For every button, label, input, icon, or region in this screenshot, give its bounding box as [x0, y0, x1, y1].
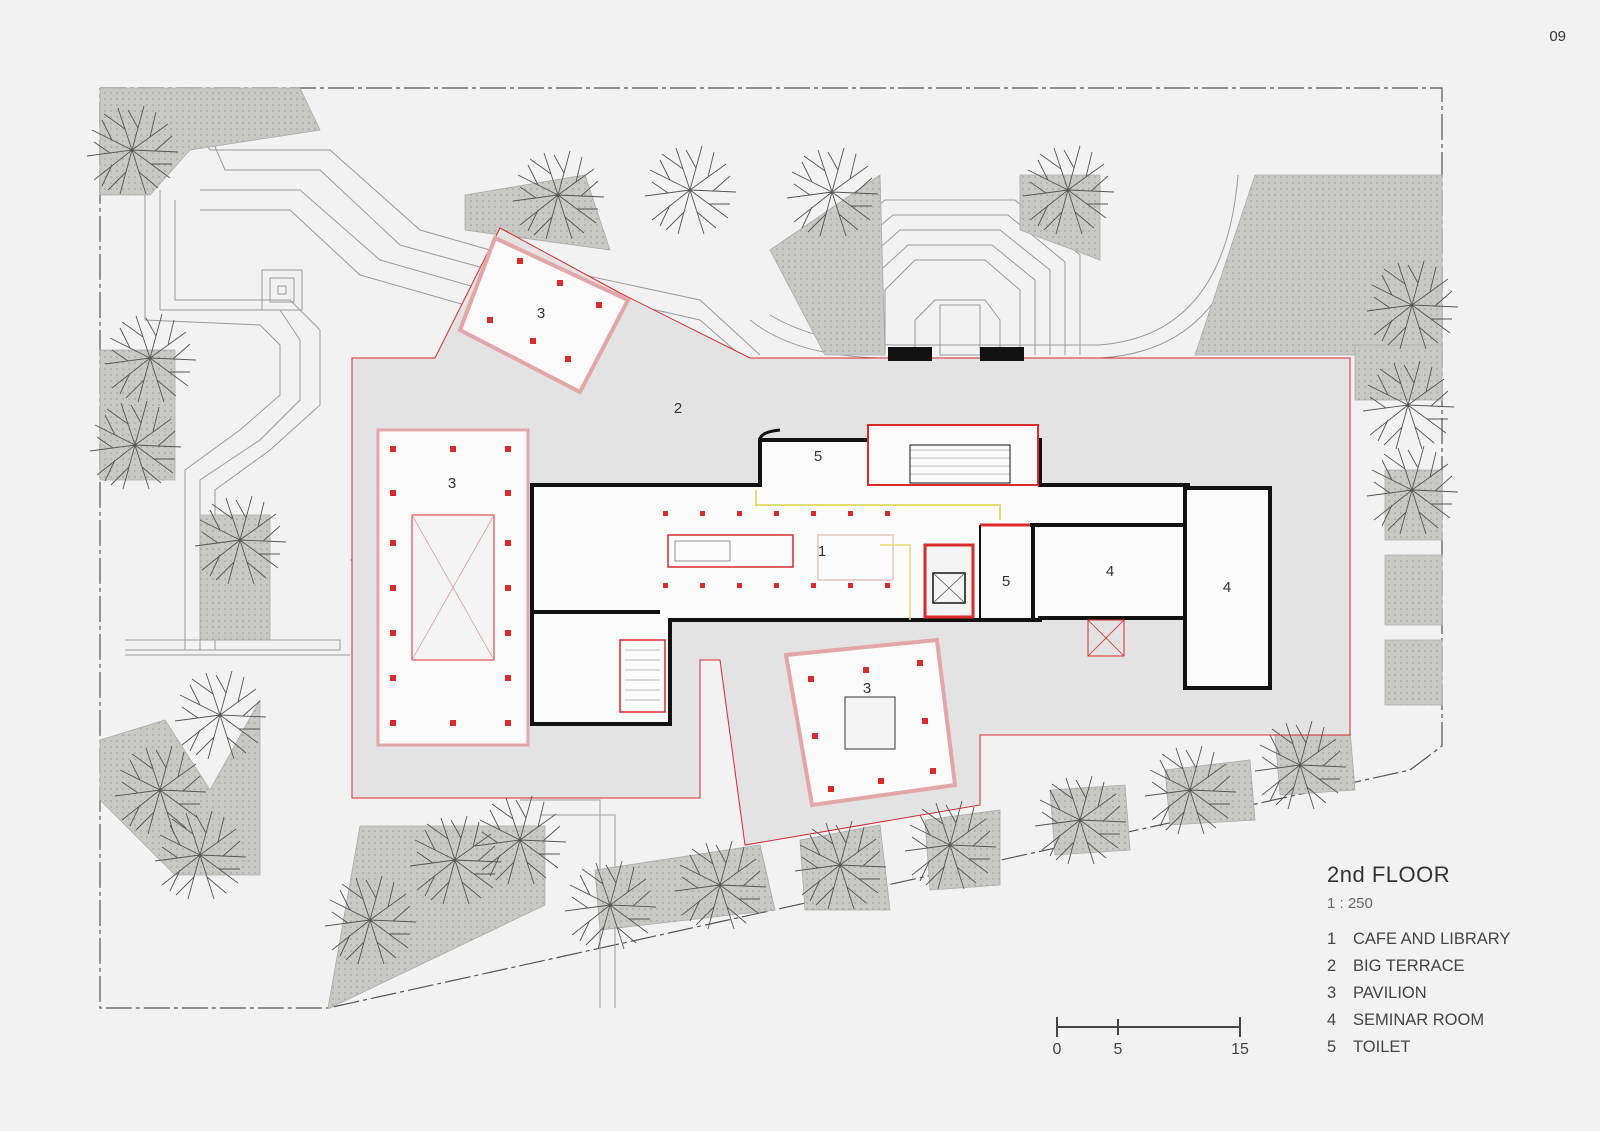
legend-item: 2 BIG TERRACE [1327, 957, 1510, 984]
legend-number: 4 [1327, 1011, 1337, 1029]
label-toilet-top: 5 [814, 448, 822, 465]
legend-label: BIG TERRACE [1353, 957, 1465, 975]
legend-label: PAVILION [1353, 984, 1427, 1002]
legend-number: 3 [1327, 984, 1337, 1002]
legend-number: 1 [1327, 930, 1337, 948]
label-toilet-mid: 5 [1002, 573, 1010, 590]
page-number: 09 [1549, 28, 1566, 45]
main-building [530, 347, 1272, 726]
room-labels: 3 2 3 5 1 4 5 4 3 [448, 305, 1231, 697]
label-terrace: 2 [674, 400, 682, 417]
title-block: 2nd FLOOR 1 : 250 1 CAFE AND LIBRARY 2 BIG… [1327, 862, 1510, 1065]
legend-label: TOILET [1353, 1038, 1411, 1056]
legend-label: CAFE AND LIBRARY [1353, 930, 1511, 948]
legend: 1 CAFE AND LIBRARY 2 BIG TERRACE 3 PAVILION… [1327, 930, 1510, 1065]
pavilion-top [457, 235, 631, 395]
pavilion-left [376, 428, 530, 747]
legend-label: SEMINAR ROOM [1353, 1011, 1485, 1029]
label-pavilion-left: 3 [448, 475, 456, 492]
label-pavilion-bottom: 3 [863, 680, 871, 697]
label-pavilion-top: 3 [537, 305, 545, 322]
site-boundary [99, 87, 1443, 1009]
scale-tick-15: 15 [1231, 1041, 1249, 1058]
legend-number: 2 [1327, 957, 1337, 975]
legend-item: 4 SEMINAR ROOM [1327, 1011, 1510, 1038]
label-cafe: 1 [818, 543, 826, 560]
scale-tick-5: 5 [1113, 1041, 1123, 1058]
label-seminar-a: 4 [1106, 563, 1114, 580]
label-seminar-b: 4 [1223, 579, 1231, 596]
legend-item: 1 CAFE AND LIBRARY [1327, 930, 1510, 957]
pavilion-bottom [783, 637, 958, 808]
legend-number: 5 [1327, 1038, 1337, 1056]
legend-item: 3 PAVILION [1327, 984, 1510, 1011]
floor-title: 2nd FLOOR [1327, 862, 1451, 887]
scale-bar [1056, 1017, 1241, 1037]
drawing-scale: 1 : 250 [1327, 895, 1373, 912]
legend-item: 5 TOILET [1327, 1038, 1510, 1065]
scale-tick-0: 0 [1052, 1041, 1062, 1058]
